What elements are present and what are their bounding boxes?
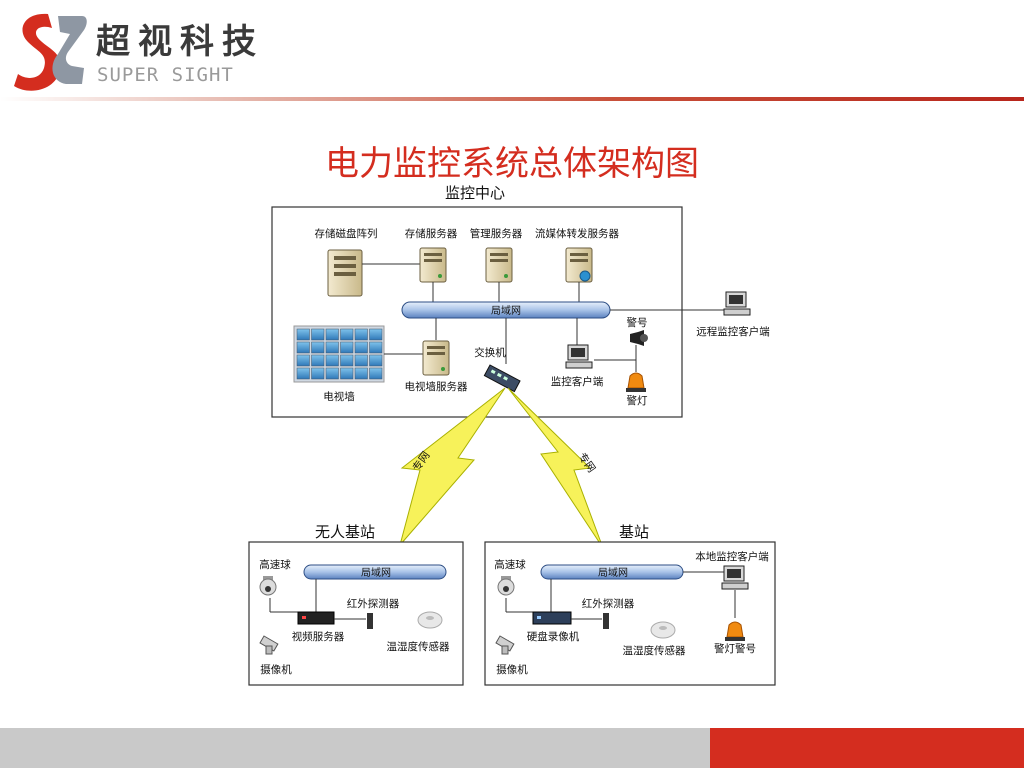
video-wall-screen (325, 341, 339, 354)
video-wall-screen (369, 341, 383, 354)
mgmt-server-icon (485, 247, 513, 283)
station-alarm-light-horn-label: 警灯警号 (714, 642, 756, 655)
globe-icon (579, 270, 591, 282)
station-camera-label: 摄像机 (496, 663, 528, 676)
remote-client-icon (723, 291, 751, 316)
video-wall-screen (340, 341, 354, 354)
unmanned-camera-label: 摄像机 (260, 663, 292, 676)
video-wall-screen (354, 354, 368, 367)
tv-wall-server-icon (422, 340, 450, 376)
monitor-client-label: 监控客户端 (551, 375, 604, 388)
tv-wall-server-label: 电视墙服务器 (405, 380, 468, 393)
unmanned-ir-detector-icon (367, 613, 373, 629)
video-wall-screen (325, 328, 339, 341)
footer-red-bar (710, 728, 1024, 768)
unmanned-station-title: 无人基站 (315, 523, 375, 541)
video-wall-screen (354, 328, 368, 341)
page-title: 电力监控系统总体架构图 (325, 144, 699, 184)
video-server-icon (297, 611, 335, 625)
video-wall-screen (311, 328, 325, 341)
video-wall-screen (369, 367, 383, 380)
unmanned-temp-sensor-icon (417, 611, 443, 629)
stream-server-label: 流媒体转发服务器 (535, 227, 619, 240)
remote-client-label: 远程监控客户端 (696, 325, 770, 338)
video-wall-screen (296, 328, 310, 341)
station-lan-label: 局域网 (598, 566, 628, 579)
station-temp-sensor-label: 温湿度传感器 (623, 644, 686, 657)
station-ir-label: 红外探测器 (582, 597, 635, 610)
video-wall-screen (311, 341, 325, 354)
video-wall-screen (340, 328, 354, 341)
video-wall-screen (354, 341, 368, 354)
station-box (484, 541, 776, 686)
storage-server-label: 存储服务器 (405, 227, 458, 240)
video-wall-screen (325, 367, 339, 380)
video-wall-screen (311, 354, 325, 367)
video-wall-screen (369, 328, 383, 341)
video-wall-screen (311, 367, 325, 380)
storage-array-label: 存储磁盘阵列 (315, 227, 378, 240)
video-wall-screen (354, 367, 368, 380)
video-wall-screen (296, 341, 310, 354)
video-wall-screen (340, 354, 354, 367)
storage-array-icon (327, 249, 363, 297)
station-temp-sensor-icon (650, 621, 676, 639)
video-wall-screen (296, 367, 310, 380)
unmanned-lan-label: 局域网 (361, 566, 391, 579)
monitor-center-title: 监控中心 (445, 184, 505, 202)
alarm-light-label: 警灯 (627, 394, 648, 407)
dvr-label: 硬盘录像机 (527, 630, 580, 643)
unmanned-ir-label: 红外探测器 (347, 597, 400, 610)
mgmt-server-label: 管理服务器 (470, 227, 523, 240)
super-sight-logo-icon (14, 13, 87, 91)
switch-label: 交换机 (474, 346, 506, 359)
video-wall-screen (340, 367, 354, 380)
unmanned-dome-label: 高速球 (259, 558, 291, 571)
station-title: 基站 (619, 523, 649, 541)
logo-english-name: SUPER SIGHT (97, 64, 234, 86)
video-wall-label: 电视墙 (323, 390, 355, 403)
local-client-label: 本地监控客户端 (695, 550, 769, 563)
video-wall-screen (325, 354, 339, 367)
center-lan-label: 局域网 (491, 304, 521, 317)
header-divider (0, 97, 1024, 101)
logo-chinese-name: 超视科技 (96, 22, 264, 62)
unmanned-temp-sensor-label: 温湿度传感器 (387, 640, 450, 653)
dvr-icon (532, 611, 572, 625)
video-wall-screen (369, 354, 383, 367)
station-dome-label: 高速球 (494, 558, 526, 571)
video-wall-screen (296, 354, 310, 367)
local-client-icon (721, 565, 749, 590)
monitor-client-icon (565, 344, 593, 369)
storage-server-icon (419, 247, 447, 283)
unmanned-lan-pipe (303, 564, 447, 580)
station-ir-detector-icon (603, 613, 609, 629)
footer-gray-bar (0, 728, 710, 768)
video-server-label: 视频服务器 (292, 630, 345, 643)
switch-icon (483, 364, 521, 393)
alarm-label: 警号 (627, 316, 648, 329)
alarm-horn-icon (630, 330, 648, 346)
